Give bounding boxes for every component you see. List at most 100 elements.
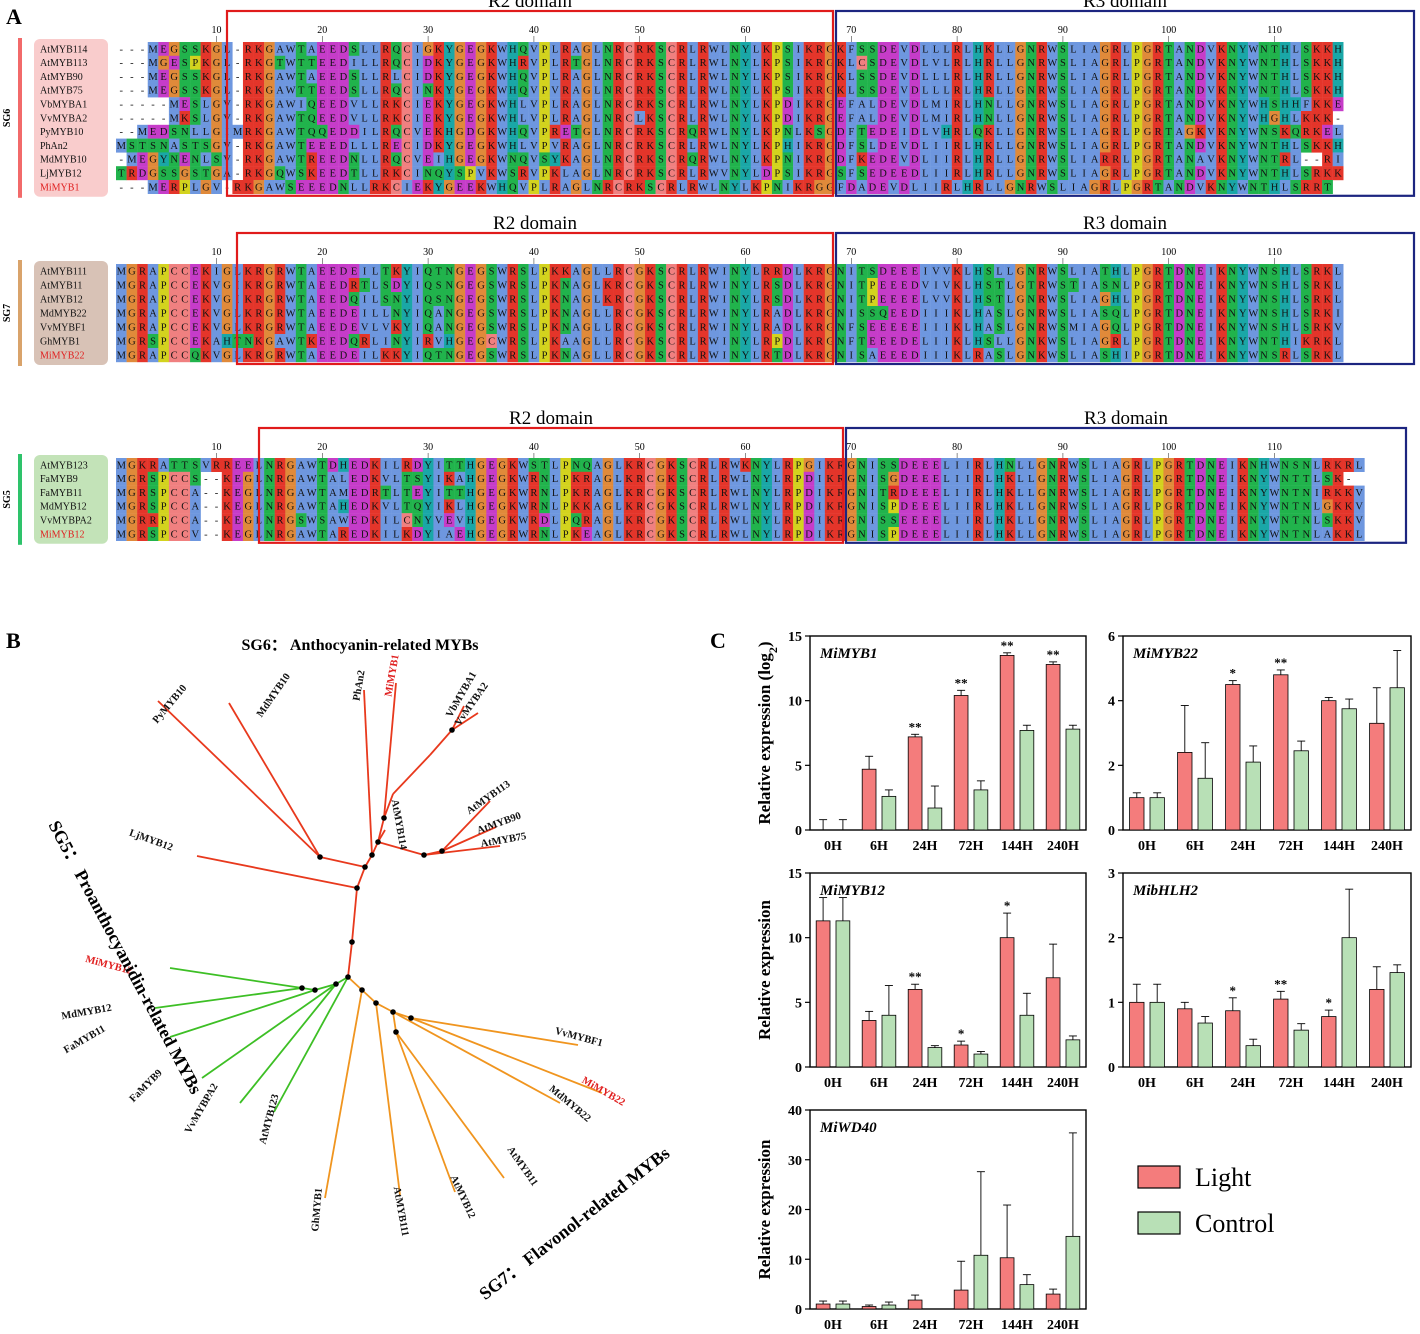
residue-cell — [1047, 306, 1058, 321]
residue-cell — [1078, 138, 1090, 153]
residue: R — [679, 295, 686, 306]
residue: S — [658, 100, 664, 111]
residue: G — [1017, 100, 1025, 111]
residue-cell — [666, 83, 677, 98]
residue: P — [1134, 169, 1140, 180]
residue-cell — [930, 278, 942, 293]
residue: T — [298, 281, 305, 292]
residue-cell — [793, 334, 804, 349]
residue-cell — [972, 166, 984, 181]
residue: Q — [424, 351, 432, 362]
residue: G — [1101, 323, 1109, 334]
residue: L — [996, 44, 1002, 55]
residue: S — [997, 323, 1003, 334]
residue: L — [605, 337, 611, 348]
residue: L — [594, 337, 600, 348]
residue-cell — [846, 334, 857, 349]
residue-cell — [856, 55, 868, 70]
residue: K — [1218, 281, 1226, 292]
residue: - — [236, 72, 240, 83]
residue-cell — [1110, 42, 1122, 56]
residue-cell — [539, 180, 550, 194]
residue: V — [1207, 113, 1215, 124]
residue: S — [817, 127, 823, 138]
residue: I — [1336, 155, 1340, 166]
residue: T — [1292, 488, 1299, 499]
residue: E — [890, 113, 896, 124]
residue-cell — [930, 55, 942, 70]
residue-cell — [856, 69, 868, 84]
residue-cell — [761, 138, 773, 153]
residue: G — [1144, 351, 1152, 362]
residue: C — [647, 460, 654, 471]
residue-cell — [1174, 83, 1185, 98]
residue: L — [753, 72, 759, 83]
residue-cell — [729, 306, 741, 321]
residue: R — [1313, 337, 1320, 348]
residue: N — [1218, 182, 1226, 193]
residue: W — [286, 323, 296, 334]
residue: N — [1260, 309, 1268, 320]
residue: E — [901, 295, 907, 306]
residue: N — [858, 474, 866, 485]
residue: C — [668, 295, 675, 306]
residue: E — [330, 337, 336, 348]
residue-cell — [1015, 111, 1027, 125]
residue: P — [161, 267, 167, 278]
residue: K — [1218, 337, 1226, 348]
residue: R — [425, 337, 432, 348]
residue-cell — [211, 334, 222, 349]
residue: V — [1355, 488, 1363, 499]
residue: A — [1091, 169, 1099, 180]
residue-cell — [655, 138, 667, 153]
residue-cell — [750, 83, 762, 98]
residue-cell — [369, 97, 381, 112]
residue: I — [850, 295, 854, 306]
residue-cell — [1226, 69, 1238, 84]
residue-cell — [835, 320, 847, 335]
residue: L — [964, 86, 970, 97]
residue-cell — [137, 138, 148, 153]
residue: A — [1091, 267, 1099, 278]
residue: S — [1060, 295, 1066, 306]
residue: K — [1006, 488, 1014, 499]
residue: K — [488, 127, 496, 138]
residue-cell — [666, 111, 677, 125]
residue-cell — [433, 138, 445, 153]
residue-cell — [116, 292, 127, 307]
residue: C — [668, 113, 675, 124]
residue: V — [551, 141, 559, 152]
residue-cell — [158, 83, 170, 98]
residue: C — [181, 295, 188, 306]
residue-cell — [729, 42, 741, 56]
residue: M — [117, 351, 127, 362]
residue: A — [308, 309, 316, 320]
residue: L — [1017, 460, 1023, 471]
residue-cell — [1131, 278, 1143, 293]
residue: K — [572, 474, 580, 485]
residue: L — [203, 127, 209, 138]
residue-cell — [126, 292, 138, 307]
residue: R — [805, 182, 812, 193]
residue-cell — [740, 320, 751, 335]
residue-cell — [518, 42, 529, 56]
residue: H — [1112, 267, 1120, 278]
residue-cell — [920, 292, 931, 307]
residue: C — [668, 169, 675, 180]
residue-cell — [761, 334, 773, 349]
residue-cell — [338, 152, 349, 167]
residue: Y — [1239, 141, 1247, 152]
residue-cell — [983, 180, 995, 194]
residue-cell — [909, 124, 921, 139]
residue: A — [276, 141, 284, 152]
residue-cell — [253, 111, 265, 125]
residue-cell — [1068, 55, 1079, 70]
residue: E — [319, 141, 325, 152]
residue: E — [1197, 337, 1203, 348]
residue: K — [255, 155, 263, 166]
residue-cell — [422, 348, 434, 363]
residue-cell — [1004, 111, 1016, 125]
residue: D — [139, 169, 147, 180]
residue: G — [1101, 127, 1109, 138]
